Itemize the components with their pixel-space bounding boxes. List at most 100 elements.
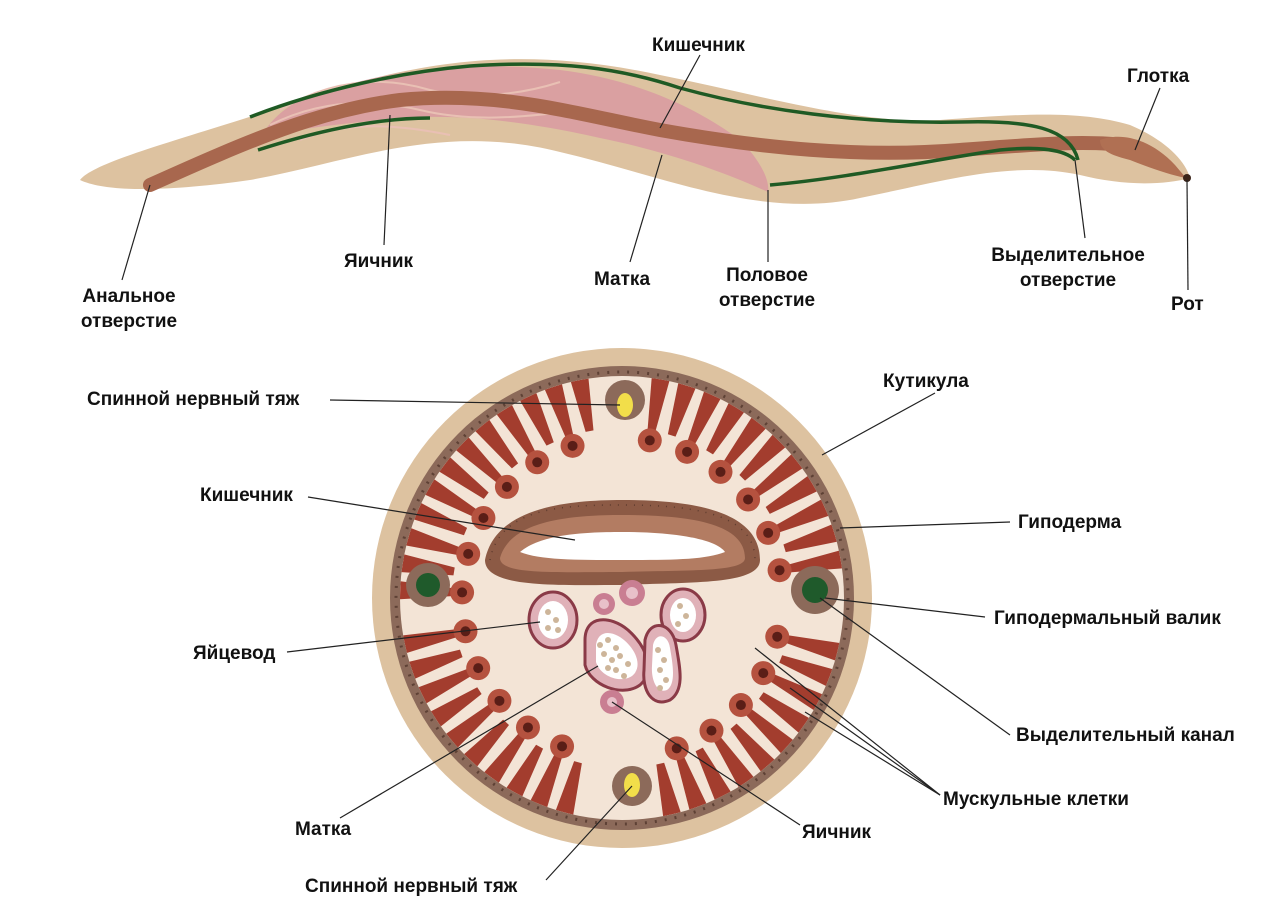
label-genital-line-2: отверстие [718, 290, 816, 311]
muscle-cell-nucleus [715, 466, 726, 477]
muscle-cell [785, 635, 840, 661]
muscle-cell [730, 723, 775, 772]
label-ventral-nerve: Спинной нервный тяж [305, 876, 518, 897]
muscle-layer [400, 377, 843, 817]
muscle-cell [753, 454, 803, 497]
muscle-cell-nucleus [758, 668, 769, 679]
muscle-cell-nucleus [763, 527, 774, 538]
worm-gut [143, 90, 1137, 192]
muscle-cell [775, 499, 829, 533]
egg-cell [625, 661, 631, 667]
muscle-cell [484, 733, 526, 783]
label-hypodermal-ridge: Гиподермальный валик [994, 608, 1221, 629]
muscle-cell [687, 391, 721, 445]
uterus-section [545, 603, 689, 704]
egg-cell [663, 677, 669, 683]
egg-cell [683, 613, 689, 619]
worm-longitudinal [80, 59, 1191, 204]
muscle-cell [496, 404, 536, 456]
egg-cell [605, 665, 611, 671]
label-pharynx: Глотка [1127, 66, 1190, 87]
muscle-cell-nucleus [682, 446, 693, 457]
label-mouth: Рот [1171, 294, 1204, 315]
egg-cell [613, 667, 619, 673]
right-excretory-canal [802, 577, 828, 603]
muscle-cell [695, 747, 731, 800]
muscle-cell-nucleus [501, 481, 512, 492]
worm-nerve-ventral [257, 116, 1077, 187]
intestine-section [485, 500, 760, 586]
muscle-cell [414, 502, 468, 536]
egg-cell [617, 653, 623, 659]
egg-cell [621, 673, 627, 679]
muscle-cell [406, 528, 460, 555]
muscle-cell-nucleus [557, 741, 568, 752]
muscle-cell [656, 762, 681, 817]
muscle-cell-nucleus [522, 722, 533, 733]
muscle-cell [456, 437, 503, 483]
muscle-cell [555, 761, 582, 815]
label-excretory-line-1: Выделительное [991, 245, 1145, 266]
egg-cell [657, 685, 663, 691]
muscle-cell [713, 736, 754, 788]
muscle-cell [706, 403, 745, 455]
muscle-cell-nucleus [473, 663, 484, 674]
egg-cell [605, 637, 611, 643]
worm-nerve-dorsal [249, 62, 1080, 161]
worm-leader-lines [121, 54, 1189, 291]
egg-cell [655, 647, 661, 653]
egg-cell [609, 657, 615, 663]
muscle-cell-nucleus [735, 700, 746, 711]
muscle-cell [409, 649, 463, 679]
muscle-cell [788, 550, 843, 573]
label-uterus-top: Матка [594, 269, 651, 290]
muscle-cell [647, 377, 670, 432]
muscle-cell-nucleus [478, 513, 489, 523]
muscle-cell [676, 756, 707, 810]
muscle-cell [723, 417, 766, 467]
muscle-cell-nucleus [644, 435, 655, 446]
egg-cell [613, 645, 619, 651]
label-ovary-section: Яичник [802, 822, 872, 843]
label-hypodermis: Гиподерма [1018, 512, 1122, 533]
muscle-cell [779, 655, 833, 686]
muscle-cell [418, 668, 471, 704]
muscle-cell [530, 754, 563, 808]
egg-cell [597, 642, 603, 648]
muscle-cell [745, 708, 794, 754]
muscle-cell [446, 704, 495, 748]
label-excretory-opening: Выделительное отверстие [978, 243, 1158, 293]
muscle-cell-nucleus [494, 695, 505, 706]
egg-cell [555, 627, 561, 633]
dorsal-nerve-core [617, 393, 633, 417]
egg-cell [657, 667, 663, 673]
muscle-cell-nucleus [706, 725, 717, 736]
muscle-cell [425, 479, 477, 517]
hypodermis-cells [394, 370, 850, 826]
egg-cell [601, 651, 607, 657]
muscle-cell [439, 457, 489, 499]
muscle-cell [430, 687, 482, 727]
worm-mouth [1183, 174, 1191, 182]
egg-cell [661, 657, 667, 663]
muscle-cell [464, 719, 509, 767]
label-oviduct: Яйцевод [193, 643, 276, 664]
label-intestine-section: Кишечник [200, 485, 293, 506]
muscle-cell [783, 524, 837, 553]
egg-cell [545, 625, 551, 631]
ventral-nerve-core [624, 773, 640, 797]
muscle-cell [765, 475, 817, 514]
cross-section [372, 348, 872, 848]
muscle-cell [667, 383, 696, 437]
label-ovary-top: Яичник [344, 251, 414, 272]
egg-cell [677, 603, 683, 609]
label-anal-line-1: Анальное [82, 286, 176, 307]
label-intestine-top: Кишечник [652, 35, 745, 56]
label-genital-opening: Половое отверстие [707, 263, 827, 313]
label-uterus-section: Матка [295, 819, 352, 840]
muscle-cell-nucleus [457, 587, 468, 598]
label-muscle-cells: Мускульные клетки [943, 789, 1129, 810]
muscle-cell-nucleus [772, 631, 783, 642]
